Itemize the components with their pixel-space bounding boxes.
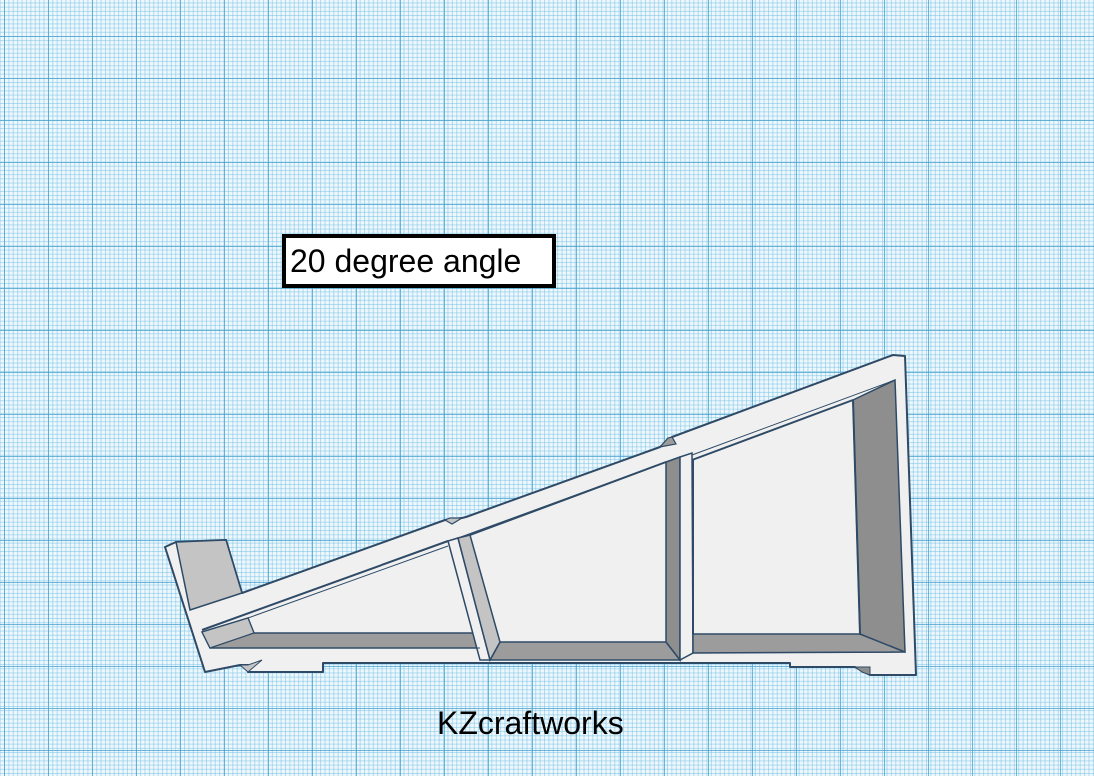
middle-cell-floor (488, 641, 682, 661)
back-post-face (175, 539, 243, 611)
base-top-line-2 (692, 651, 906, 654)
bottom-notch-left (238, 659, 263, 673)
bottom-notch-right (853, 666, 871, 676)
left-cell-slope-edge-2 (247, 545, 449, 619)
slope-bump-1 (443, 517, 465, 525)
angle-annotation-text: 20 degree angle (290, 243, 522, 279)
angle-annotation-label[interactable]: 20 degree angle (282, 234, 556, 288)
right-cell-slope-edge (691, 379, 896, 456)
left-cell-slope-edge (201, 540, 449, 631)
right-cell-right-wall (852, 378, 906, 654)
right-cell-top-left-edge (852, 399, 861, 635)
watermark-text: KZcraftworks (437, 705, 624, 741)
middle-cell-slope-edge-2 (457, 456, 681, 539)
middle-cell-left-wall (457, 534, 501, 662)
right-cell-slope-edge-2 (691, 399, 854, 461)
vertical-post (679, 451, 694, 662)
left-cell-endcap (201, 617, 255, 649)
middle-cell-right-wall (665, 455, 681, 663)
slope-bump-2 (658, 436, 677, 448)
